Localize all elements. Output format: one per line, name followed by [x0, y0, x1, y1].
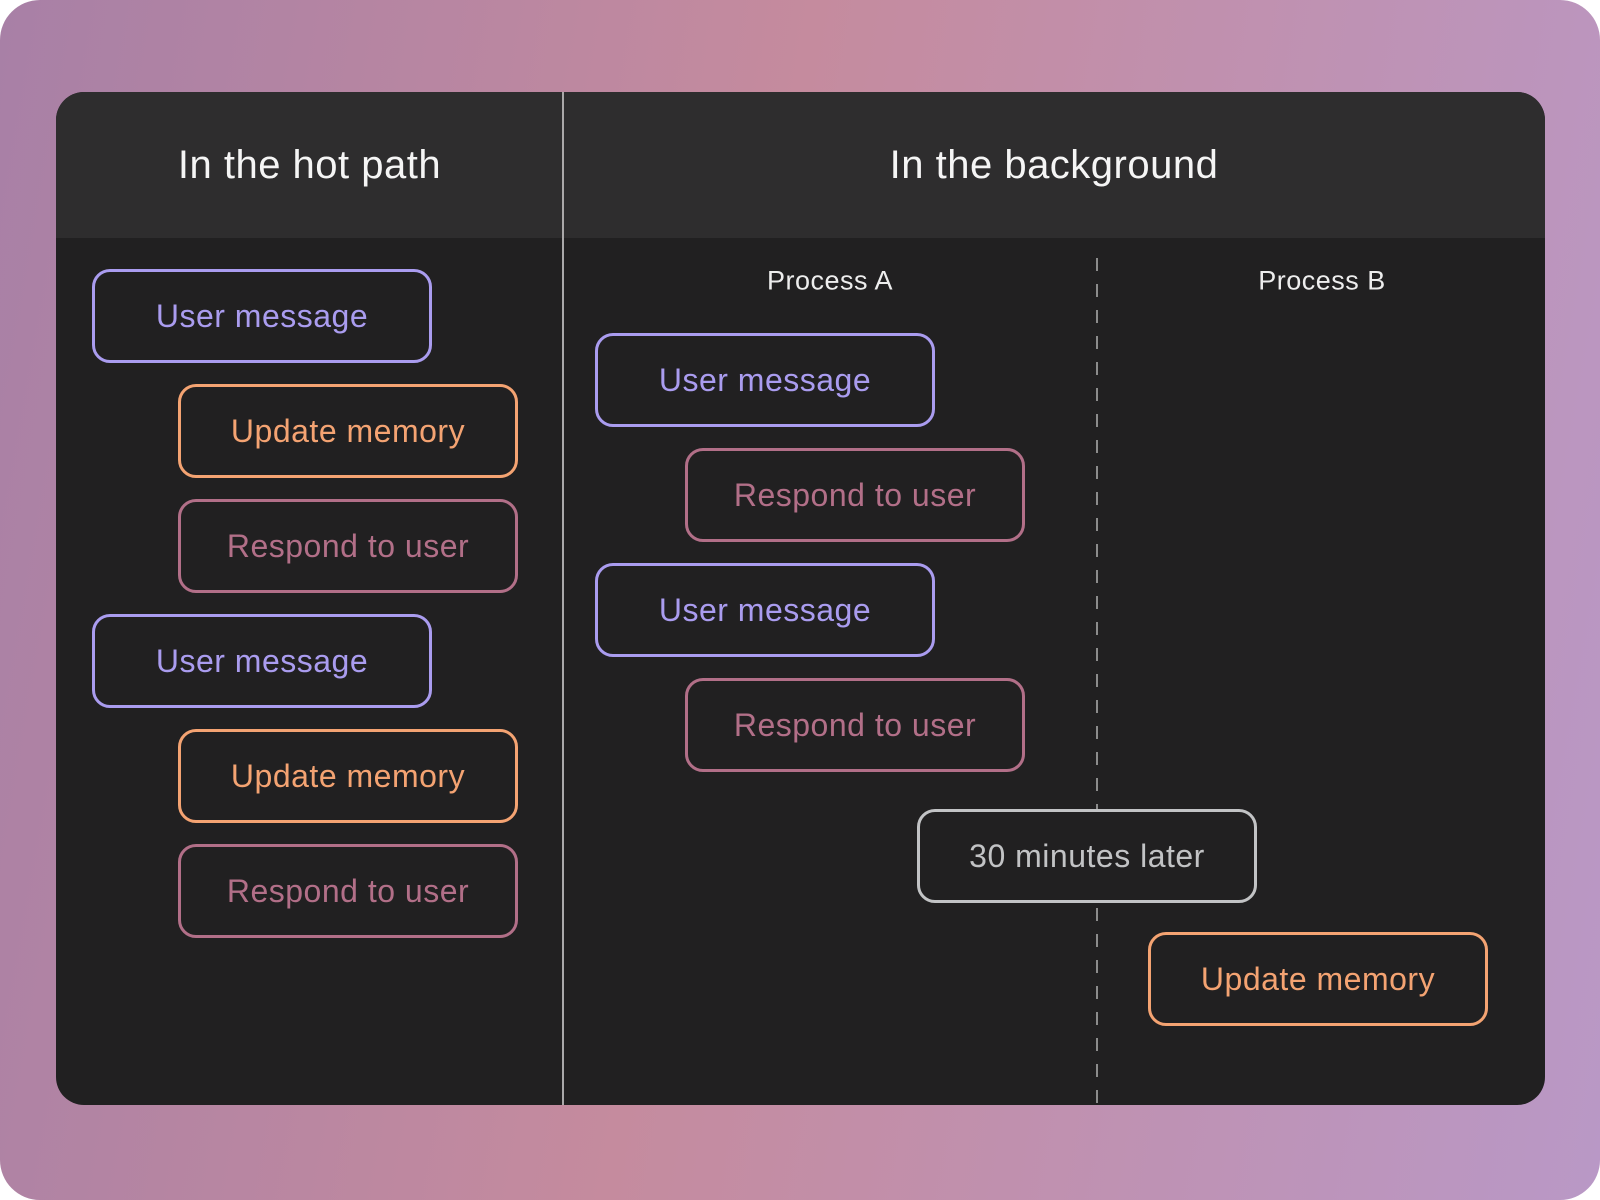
- process-b-label: Process B: [1258, 265, 1386, 296]
- respond-to-user-box: Respond to user: [178, 844, 518, 938]
- panel-divider-line: [562, 92, 564, 1105]
- update-memory-box: Update memory: [178, 384, 518, 478]
- user-message-box: User message: [92, 614, 432, 708]
- timer-note-box: 30 minutes later: [917, 809, 1257, 903]
- diagram-card: In the hot path In the background Proces…: [56, 92, 1545, 1105]
- respond-to-user-box: Respond to user: [685, 448, 1025, 542]
- respond-to-user-box: Respond to user: [685, 678, 1025, 772]
- update-memory-box: Update memory: [178, 729, 518, 823]
- process-a-label: Process A: [766, 265, 894, 296]
- background-title: In the background: [889, 142, 1219, 187]
- user-message-box: User message: [595, 333, 935, 427]
- process-divider-dashed-line: [1096, 258, 1098, 1105]
- respond-to-user-box: Respond to user: [178, 499, 518, 593]
- diagram-header: In the hot path In the background: [56, 92, 1545, 238]
- hot-path-title: In the hot path: [177, 142, 442, 187]
- user-message-box: User message: [595, 563, 935, 657]
- update-memory-box: Update memory: [1148, 932, 1488, 1026]
- user-message-box: User message: [92, 269, 432, 363]
